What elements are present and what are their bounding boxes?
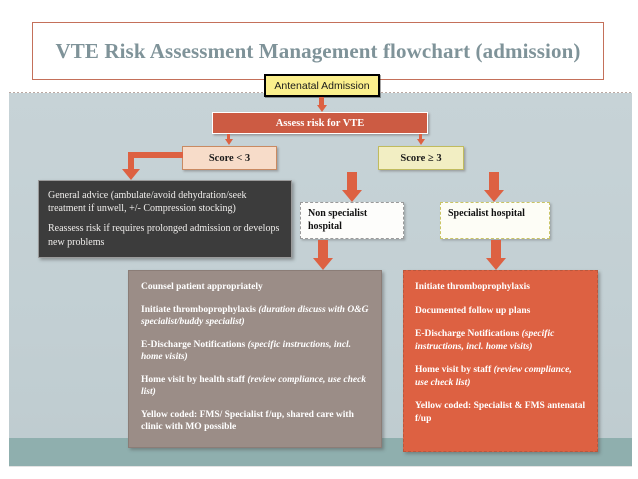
general-advice-line-1: General advice (ambulate/avoid dehydrati… xyxy=(48,190,247,215)
arrow-down-icon-score-high-to-nonspecialist xyxy=(339,172,365,202)
specialist-action-item: Home visit by staff (review compliance, … xyxy=(415,364,586,389)
specialist-action-item: Initiate thromboprophylaxis xyxy=(415,281,586,294)
arrow-down-icon-specialist-to-actions xyxy=(483,240,509,271)
slide-bottom-margin xyxy=(0,467,638,479)
node-score-low[interactable]: Score < 3 xyxy=(182,146,277,170)
non-specialist-action-item: E-Discharge Notifications (specific inst… xyxy=(141,339,369,364)
non-specialist-action-item: Counsel patient appropriately xyxy=(141,281,369,294)
node-non-specialist-hospital-label: Non specialist hospital xyxy=(308,208,368,232)
slide-right-margin xyxy=(632,93,638,467)
page-title: VTE Risk Assessment Management flowchart… xyxy=(55,38,581,63)
node-score-high-label: Score ≥ 3 xyxy=(400,152,442,164)
footer-divider-rule xyxy=(9,466,632,467)
node-antenatal-admission[interactable]: Antenatal Admission xyxy=(264,74,380,97)
arrow-down-icon-assess-to-score-high xyxy=(416,134,426,146)
specialist-action-item: Documented follow up plans xyxy=(415,305,586,318)
node-assess-risk[interactable]: Assess risk for VTE xyxy=(212,112,428,134)
arrow-down-icon-score-high-to-specialist xyxy=(481,172,507,202)
action-text-bold: Documented follow up plans xyxy=(415,305,531,316)
node-general-advice[interactable]: General advice (ambulate/avoid dehydrati… xyxy=(38,180,292,258)
slide-title-box: VTE Risk Assessment Management flowchart… xyxy=(32,22,604,80)
specialist-action-item: E-Discharge Notifications (specific inst… xyxy=(415,328,586,353)
node-score-high[interactable]: Score ≥ 3 xyxy=(378,146,464,170)
node-specialist-actions[interactable]: Initiate thromboprophylaxis Documented f… xyxy=(403,270,598,452)
node-assess-risk-label: Assess risk for VTE xyxy=(275,117,365,129)
action-text-italic: (specific instructions, incl. home visit… xyxy=(141,339,352,363)
elbow-arrow-left-down-icon-score-low-to-advice xyxy=(119,152,183,182)
action-text-italic: (review compliance, use check list) xyxy=(141,374,367,398)
action-text-bold: Counsel patient appropriately xyxy=(141,282,263,292)
action-text-italic: (specific instructions, incl. home visit… xyxy=(415,329,555,352)
action-text-bold: Home visit by staff xyxy=(415,365,494,376)
action-text-bold: Initiate thromboprophylaxis xyxy=(141,304,259,315)
non-specialist-action-item: Initiate thromboprophylaxis (duration di… xyxy=(141,304,369,329)
node-non-specialist-actions[interactable]: Counsel patient appropriately Initiate t… xyxy=(128,270,382,448)
arrow-down-icon-assess-to-score-low xyxy=(224,134,234,146)
action-text-bold: E-Discharge Notifications xyxy=(141,339,248,350)
slide-left-margin xyxy=(0,93,9,467)
action-text-bold: Yellow coded: FMS/ Specialist f/up, shar… xyxy=(141,409,354,433)
node-non-specialist-hospital[interactable]: Non specialist hospital xyxy=(300,202,404,239)
specialist-action-item: Yellow coded: Specialist & FMS antenatal… xyxy=(415,400,586,425)
node-specialist-hospital-label: Specialist hospital xyxy=(448,208,525,219)
action-text-italic: (review compliance, use check list) xyxy=(415,365,572,388)
node-specialist-hospital[interactable]: Specialist hospital xyxy=(440,202,550,239)
node-antenatal-admission-label: Antenatal Admission xyxy=(274,79,370,92)
non-specialist-action-item: Home visit by health staff (review compl… xyxy=(141,374,369,399)
action-text-italic: (duration discuss with O&G specialist/bu… xyxy=(141,304,369,328)
action-text-bold: Yellow coded: Specialist & FMS antenatal… xyxy=(415,401,586,424)
action-text-bold: Home visit by health staff xyxy=(141,374,248,385)
general-advice-line-2: Reassess risk if requires prolonged admi… xyxy=(48,223,280,248)
node-score-low-label: Score < 3 xyxy=(208,152,251,164)
non-specialist-action-item: Yellow coded: FMS/ Specialist f/up, shar… xyxy=(141,409,369,434)
arrow-down-icon-antenatal-to-assess xyxy=(314,97,330,112)
action-text-bold: E-Discharge Notifications xyxy=(415,329,522,340)
action-text-bold: Initiate thromboprophylaxis xyxy=(415,282,530,292)
arrow-down-icon-nonspecialist-to-actions xyxy=(310,240,336,271)
